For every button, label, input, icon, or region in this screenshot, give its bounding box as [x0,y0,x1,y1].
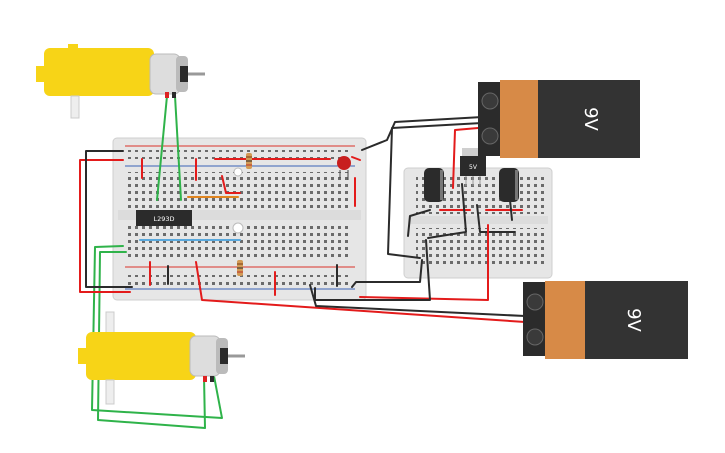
black-wire [314,239,431,301]
battery-bottom: 9V [523,281,688,359]
capacitor-left [424,168,444,202]
black-wire [509,199,513,221]
black-wire [407,209,431,237]
battery-top: 9V [478,80,640,158]
battery-bottom-label: 9V [623,308,644,332]
black-wire [85,150,133,288]
voltage-regulator: 5V [460,148,486,186]
black-wire [309,284,526,317]
chip-label: L293D [153,215,174,223]
motor-bottom [78,311,245,405]
red-wire [221,175,241,194]
battery-top-label: 9V [580,107,601,131]
resistor-top [246,153,252,169]
capacitor-right [499,168,519,202]
green-wire [156,95,168,201]
pushbutton-cap [233,167,243,177]
wires [79,95,526,429]
red-wire [351,156,361,161]
motor-top [36,44,205,119]
resistor-bottom [237,260,243,276]
green-wire [97,251,206,429]
black-wire [427,183,467,239]
pushbutton-cap [232,222,244,234]
black-wire [476,204,516,233]
l293d-chip: L293D [136,210,192,226]
red-wire [79,159,131,293]
green-wire [91,245,223,419]
red-wire [195,261,526,323]
red-wire [452,127,479,189]
black-wire [351,259,423,288]
green-wire [174,95,182,201]
black-wire [387,121,501,259]
red-wire [359,224,489,301]
regulator-label: 5V [469,164,478,171]
red-led [337,156,351,180]
